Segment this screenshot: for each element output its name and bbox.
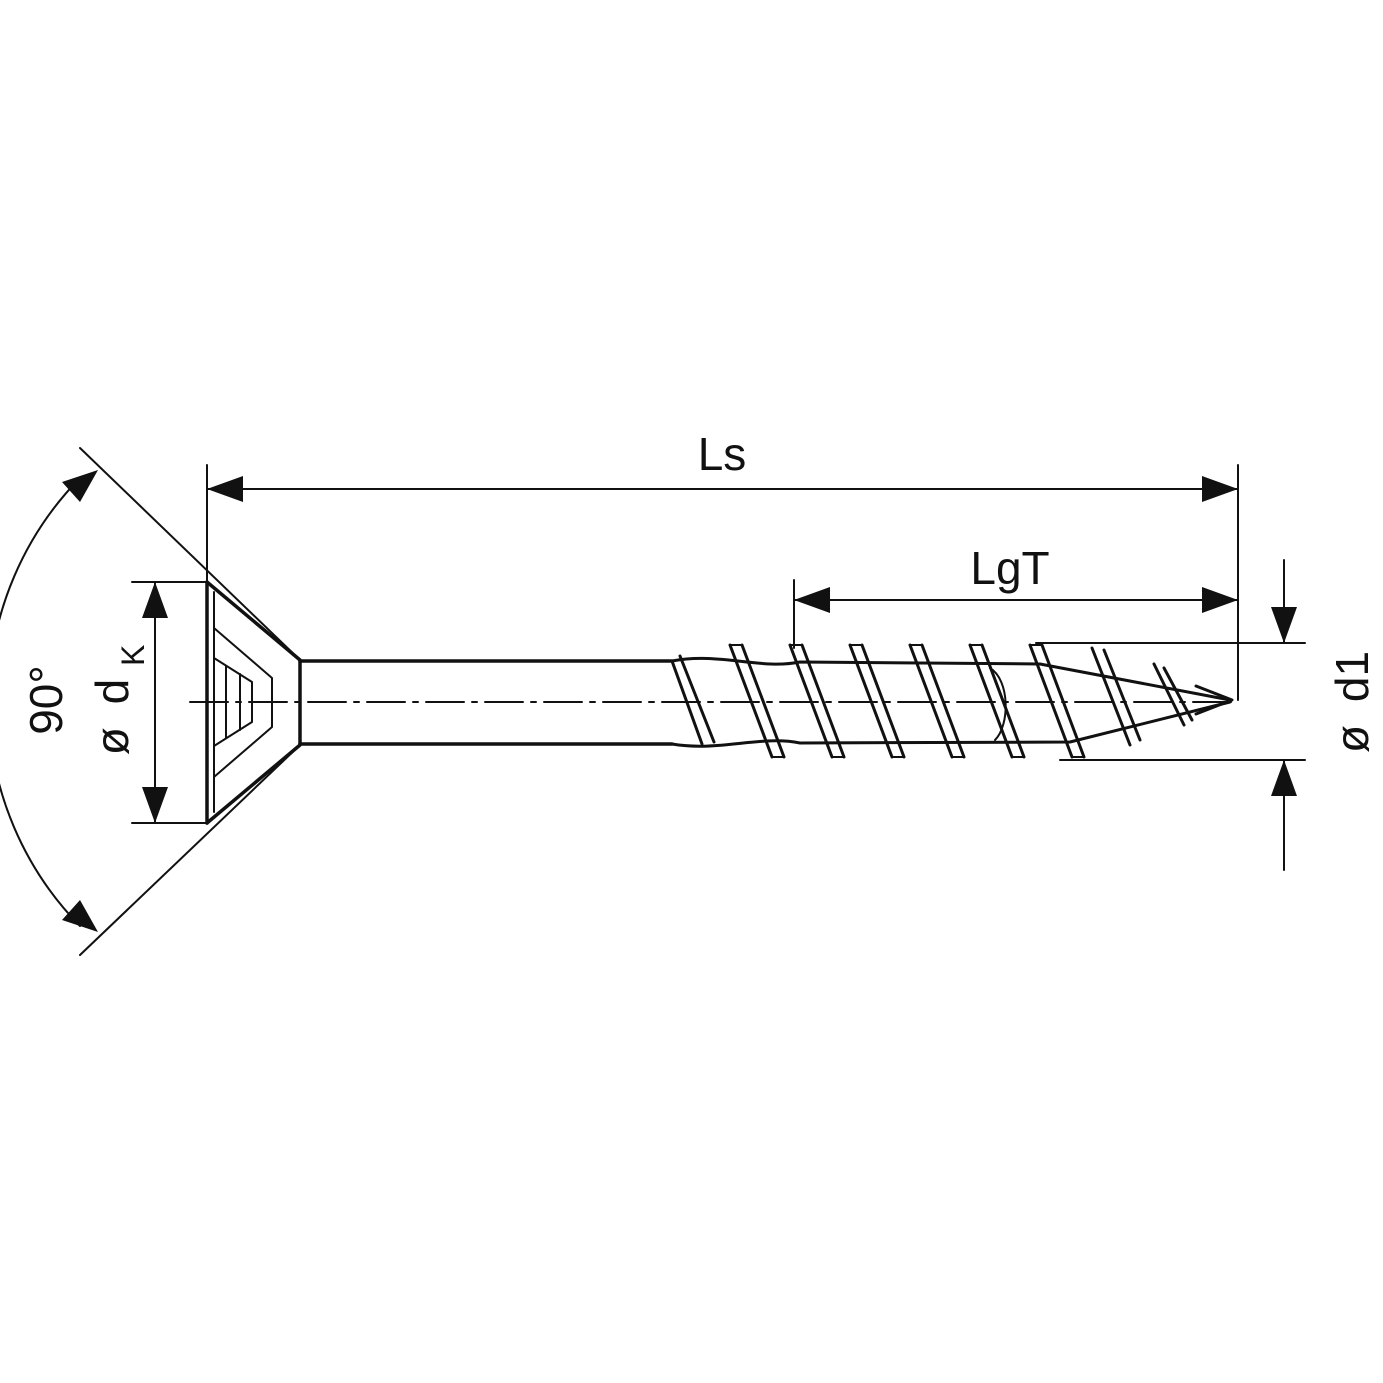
thread-length-label: LgT — [970, 542, 1049, 594]
diameter-symbol: ø — [86, 727, 138, 755]
arrow-down — [62, 900, 98, 932]
arrow-up — [62, 470, 98, 502]
head-diameter-name: d — [86, 679, 138, 705]
dimension-thread-diameter: ø d1 — [1035, 559, 1378, 871]
arrow-right — [1202, 587, 1238, 613]
screw-shank — [298, 659, 674, 746]
thread-diameter-name: d1 — [1326, 651, 1378, 702]
arrow-up — [142, 582, 168, 618]
arrow-right — [1202, 476, 1238, 502]
dimension-total-length: Ls — [206, 428, 1239, 701]
diameter-symbol: ø — [1326, 725, 1378, 753]
dimension-thread-length: LgT — [793, 542, 1239, 649]
head-angle-label: 90° — [20, 665, 72, 735]
dimension-head-angle: 90° — [0, 447, 301, 956]
arrow-down — [142, 787, 168, 823]
arrow-down — [1271, 607, 1297, 643]
arrow-left — [794, 587, 830, 613]
total-length-label: Ls — [698, 428, 747, 480]
head-diameter-label: ø d K — [86, 645, 151, 756]
thread-diameter-label: ø d1 — [1326, 651, 1378, 753]
dimension-head-diameter: ø d K — [86, 581, 208, 824]
arrow-up — [1271, 760, 1297, 796]
screw — [189, 580, 1237, 825]
arrow-left — [207, 476, 243, 502]
head-diameter-subscript: K — [115, 645, 151, 666]
